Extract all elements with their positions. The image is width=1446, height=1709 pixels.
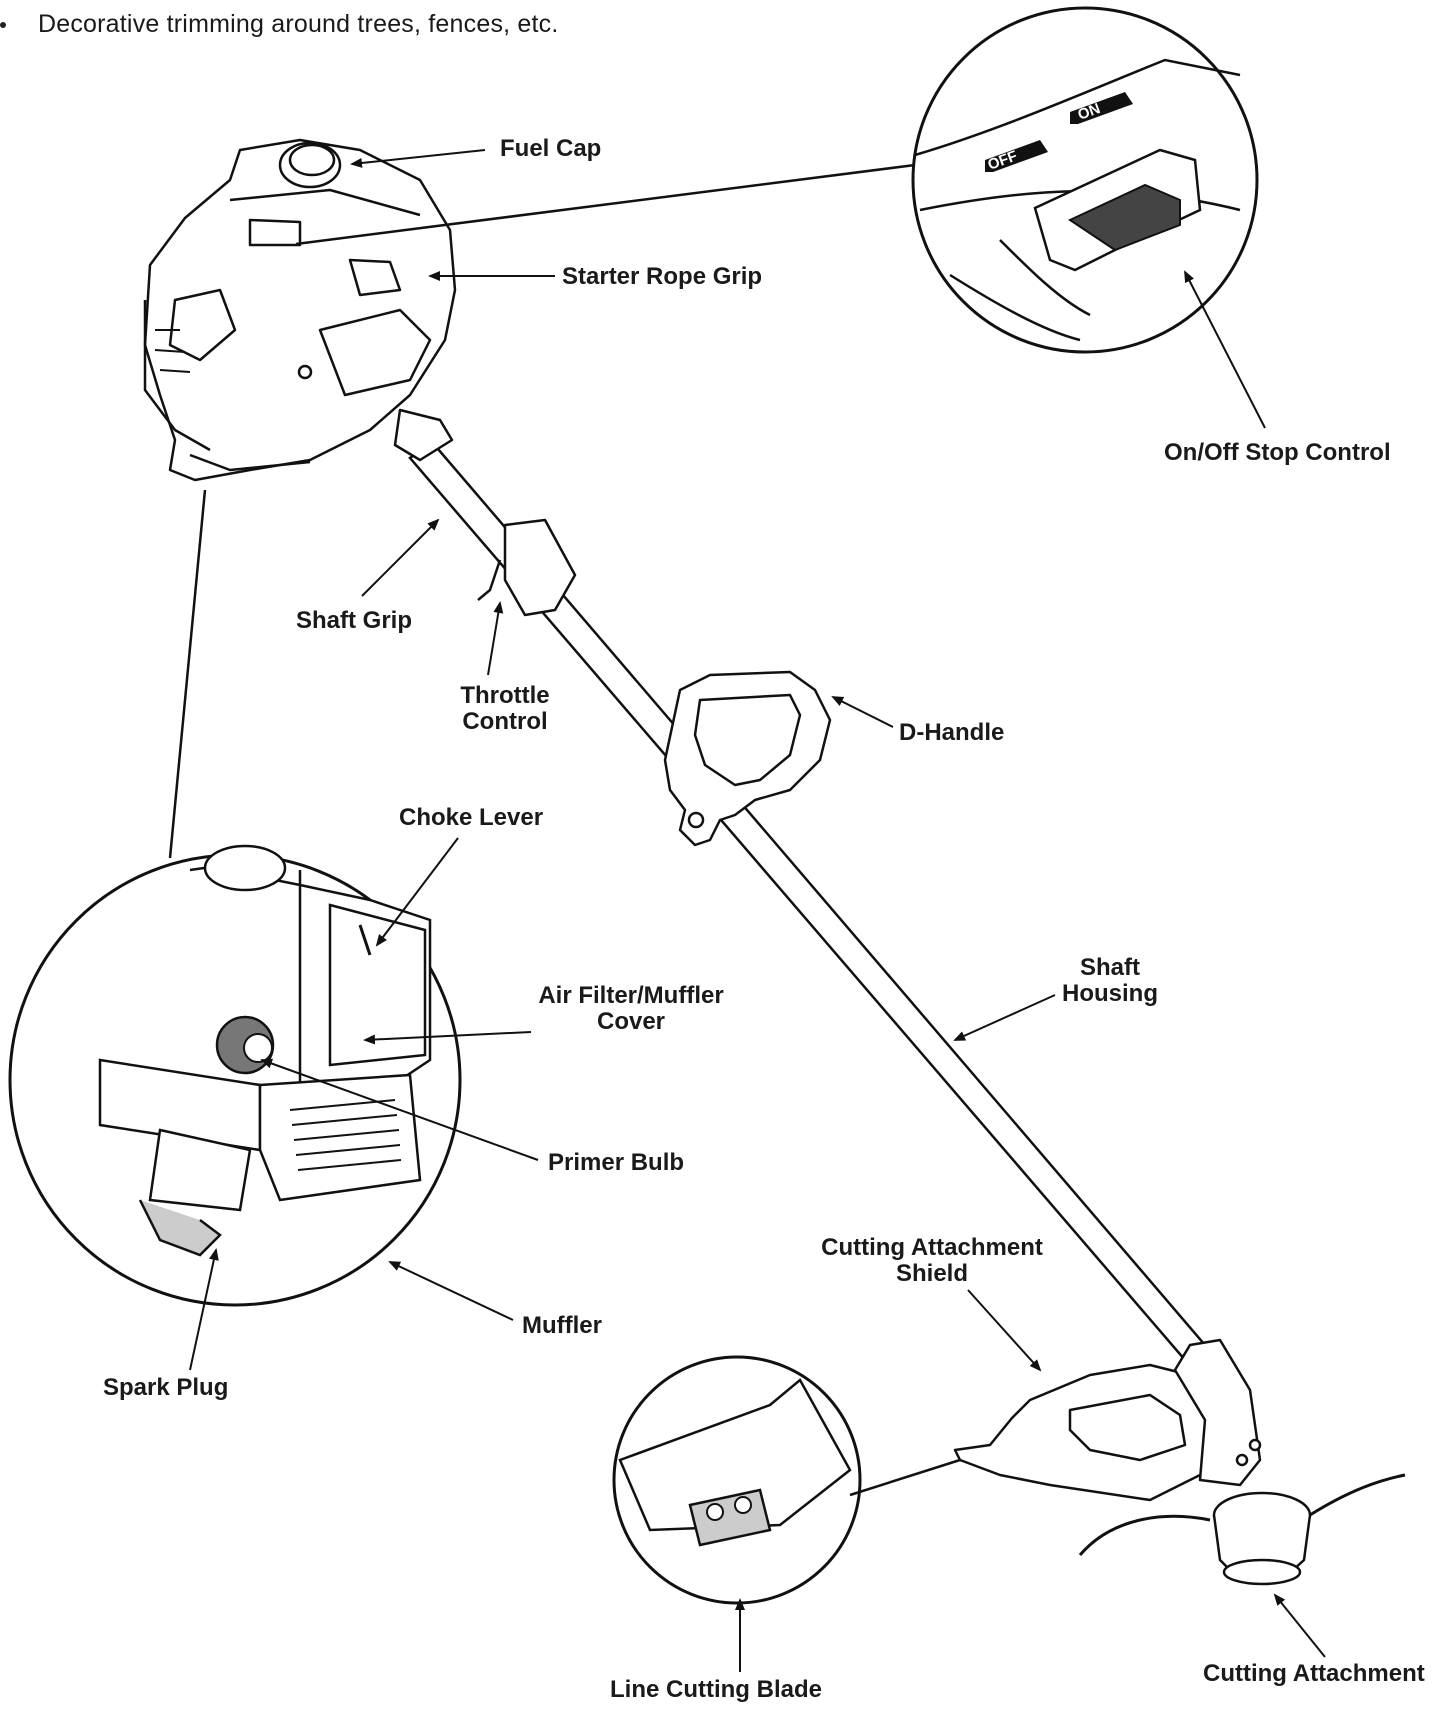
line-cutting-blade-label: Line Cutting Blade	[610, 1676, 822, 1703]
connector-lines	[168, 163, 961, 1497]
d-handle	[663, 670, 832, 847]
shaft-grip-label: Shaft Grip	[296, 607, 413, 634]
blade-magnifier	[612, 1355, 862, 1605]
fuel-cap-label: Fuel Cap	[500, 135, 602, 162]
on-label: ON	[1076, 100, 1103, 124]
on-off-stop-control-label: On/Off Stop Control	[1164, 439, 1391, 466]
choke-lever-label: Choke Lever	[399, 804, 544, 831]
cutting-head	[953, 1338, 1406, 1586]
intro-text: Decorative trimming around trees, fences…	[38, 10, 559, 38]
bullet-icon	[0, 22, 6, 28]
shaft-grip-assembly	[393, 408, 577, 617]
starter-rope-grip-label: Starter Rope Grip	[562, 263, 763, 290]
engine-head	[143, 138, 457, 482]
leader-arrows	[189, 149, 1326, 1672]
primer-bulb-label: Primer Bulb	[548, 1149, 685, 1176]
onoff-magnifier	[911, 6, 1259, 354]
d-handle-label: D-Handle	[899, 719, 1005, 746]
muffler-label: Muffler	[522, 1312, 602, 1339]
cutting-attachment-shield-label: Cutting Attachment Shield	[821, 1234, 1043, 1287]
engine-magnifier	[8, 844, 462, 1307]
air-filter-muffler-cover-label: Air Filter/Muffler Cover	[538, 982, 724, 1035]
spark-plug-label: Spark Plug	[103, 1374, 229, 1401]
shaft-housing-label: Shaft Housing	[1062, 954, 1158, 1007]
throttle-control-label: Throttle Control	[460, 682, 550, 735]
cutting-attachment-label: Cutting Attachment	[1203, 1660, 1425, 1687]
